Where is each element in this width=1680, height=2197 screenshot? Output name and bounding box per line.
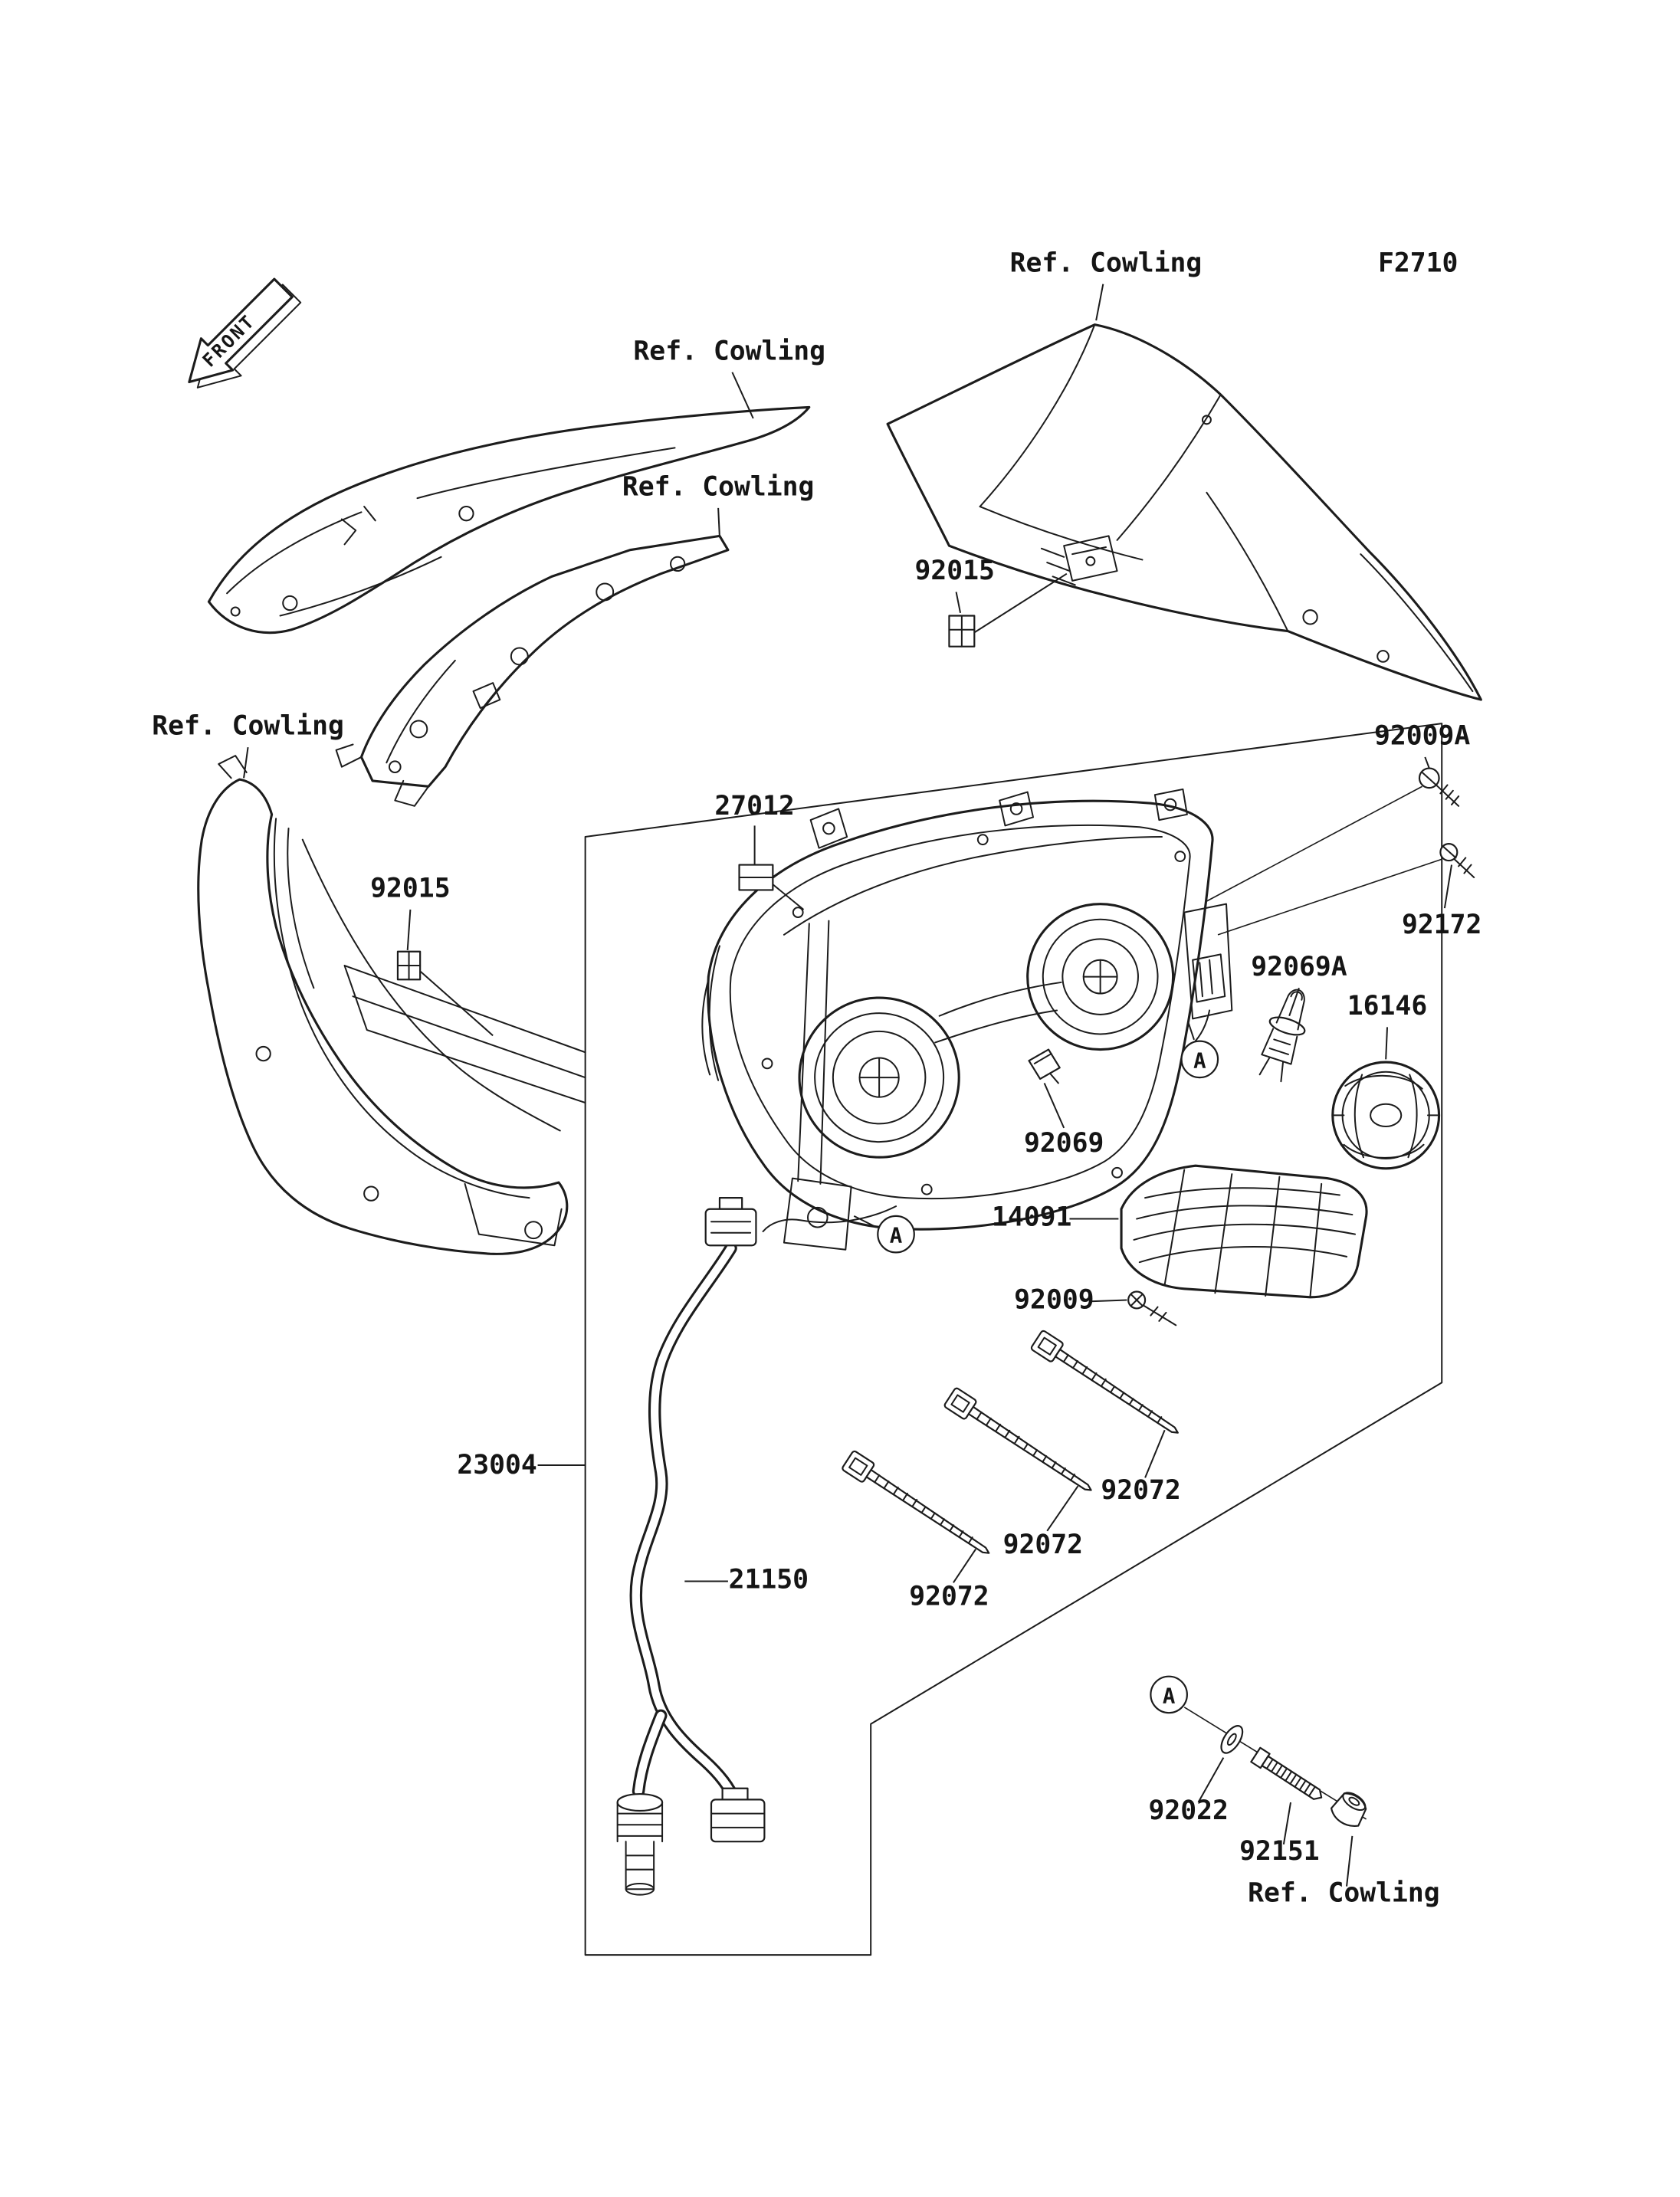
marker-a2-label: A xyxy=(890,1225,903,1248)
marker-a-1: A xyxy=(1180,1040,1219,1079)
part-label-16146: 16146 xyxy=(1347,991,1427,1021)
part-label-92172: 92172 xyxy=(1402,910,1481,940)
leader-lines xyxy=(243,284,1453,1887)
bulb-92069a xyxy=(1258,989,1306,1083)
left-reflector xyxy=(798,996,960,1159)
screw-92009a xyxy=(1206,767,1460,902)
front-direction-arrow: FRONT xyxy=(188,277,302,389)
marker-a1-label: A xyxy=(1193,1049,1206,1073)
cable-tie-92072-b xyxy=(943,1387,1092,1491)
figure-code-label: F2710 xyxy=(1378,248,1458,278)
part-label-92022: 92022 xyxy=(1148,1795,1228,1826)
cowling-upper-right-drawing xyxy=(886,323,1482,701)
marker-a3-label: A xyxy=(1163,1684,1176,1708)
bolt-92151 xyxy=(1250,1746,1323,1800)
marker-a-3: A xyxy=(1150,1675,1188,1714)
part-label-27012: 27012 xyxy=(714,791,794,821)
cover-14091 xyxy=(1120,1164,1368,1299)
part-label-92072-b: 92072 xyxy=(1003,1530,1083,1560)
harness-top-connector xyxy=(704,1197,757,1247)
grommet xyxy=(1330,1792,1367,1827)
cable-tie-92072-c xyxy=(842,1450,990,1554)
clip-92015-top xyxy=(948,572,1068,648)
front-label: FRONT xyxy=(199,310,260,372)
part-label-92069: 92069 xyxy=(1024,1128,1104,1159)
ref-cowling-top-right-label: Ref. Cowling xyxy=(1010,248,1203,278)
cowling-left-drawing xyxy=(197,755,586,1255)
harness-connector-left xyxy=(616,1792,664,1896)
part-label-92072-c: 92072 xyxy=(909,1582,989,1612)
bulb-92069 xyxy=(1028,1048,1061,1084)
part-label-92069a: 92069A xyxy=(1251,952,1347,982)
ref-cowling-top-left-label: Ref. Cowling xyxy=(633,336,825,366)
cowling-upper-left-drawing xyxy=(207,405,811,635)
cover-16146 xyxy=(1331,1061,1441,1170)
part-label-14091: 14091 xyxy=(992,1202,1071,1233)
part-label-92009: 92009 xyxy=(1014,1284,1094,1315)
clip-92015-left xyxy=(396,950,494,1037)
assembly-boundary-box xyxy=(584,723,1443,1956)
part-label-92009a: 92009A xyxy=(1374,720,1470,751)
wiring-harness-drawing xyxy=(616,1197,766,1896)
screw-92172 xyxy=(1217,843,1475,936)
screw-92009 xyxy=(1127,1290,1177,1326)
pad-27012 xyxy=(738,864,805,910)
part-label-21150: 21150 xyxy=(729,1565,809,1595)
part-label-92072-a: 92072 xyxy=(1101,1475,1180,1506)
right-reflector xyxy=(1026,903,1175,1051)
part-label-92015-top: 92015 xyxy=(915,556,995,586)
headlamp-stay-bracket-drawing xyxy=(335,534,730,807)
harness-connector-right xyxy=(710,1787,766,1843)
washer-92022 xyxy=(1220,1725,1244,1754)
ref-cowling-left-label: Ref. Cowling xyxy=(152,711,344,742)
part-label-92151: 92151 xyxy=(1239,1836,1319,1867)
part-label-23004: 23004 xyxy=(457,1450,536,1481)
part-label-92015-left: 92015 xyxy=(370,874,450,904)
ref-cowling-bottom-label: Ref. Cowling xyxy=(1248,1878,1440,1909)
cable-tie-92072-a xyxy=(1030,1330,1179,1434)
fastener-set-drawing xyxy=(1183,1707,1367,1827)
headlight-assembly-drawing xyxy=(701,788,1233,1251)
ref-cowling-bracket-label: Ref. Cowling xyxy=(622,471,815,502)
marker-a-2: A xyxy=(877,1215,915,1254)
part-labels: Ref. Cowling F2710 Ref. Cowling Ref. Cow… xyxy=(152,248,1481,1908)
